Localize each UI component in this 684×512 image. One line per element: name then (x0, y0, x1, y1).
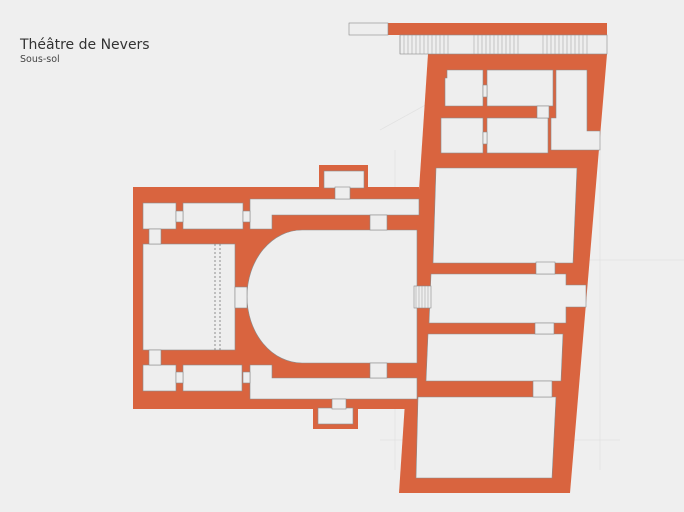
room-large-east (432, 167, 578, 264)
corridor-south (249, 364, 418, 400)
room-n (182, 202, 244, 230)
room-r4 (425, 333, 564, 382)
door-opening (535, 261, 556, 275)
terrace-end (348, 22, 389, 36)
door-opening (331, 398, 347, 410)
terrace-stair-strip (399, 34, 608, 55)
room-r2a (440, 117, 484, 154)
door-opening (482, 131, 488, 145)
room-r2b (486, 117, 549, 154)
plan-subtitle: Sous-sol (20, 54, 60, 65)
door-opening (175, 371, 184, 384)
stair-treads (399, 35, 588, 308)
room-r5 (415, 396, 557, 479)
door-opening (482, 84, 488, 98)
room-r1b (486, 69, 554, 107)
door-opening (234, 286, 248, 309)
room-s (182, 364, 243, 392)
hall-auditorium (246, 229, 418, 364)
door-opening (242, 371, 251, 384)
door-opening (369, 214, 388, 231)
room-sw-small (142, 364, 177, 392)
door-opening (532, 380, 553, 398)
room-nw-small (142, 202, 177, 230)
door-opening (242, 210, 251, 223)
corridor-north (249, 198, 420, 230)
room-west-large (142, 243, 236, 351)
top-terrace-wall (388, 23, 607, 35)
door-opening (148, 228, 162, 245)
bottom-annex-room (317, 407, 354, 425)
rooms (142, 22, 608, 479)
door-opening (148, 349, 162, 366)
room-r3 (428, 273, 587, 324)
door-opening (175, 210, 184, 223)
plan-title: Théâtre de Nevers (20, 37, 150, 53)
top-annex-room (323, 170, 365, 189)
room-r1c (550, 69, 601, 151)
door-opening (536, 105, 550, 119)
door-opening (334, 186, 351, 200)
door-opening (369, 362, 388, 379)
dashed-partition (214, 244, 221, 350)
door-opening (534, 322, 555, 335)
room-r1a (444, 69, 484, 107)
right-wing-walls (399, 54, 607, 493)
stair-west (413, 285, 432, 309)
